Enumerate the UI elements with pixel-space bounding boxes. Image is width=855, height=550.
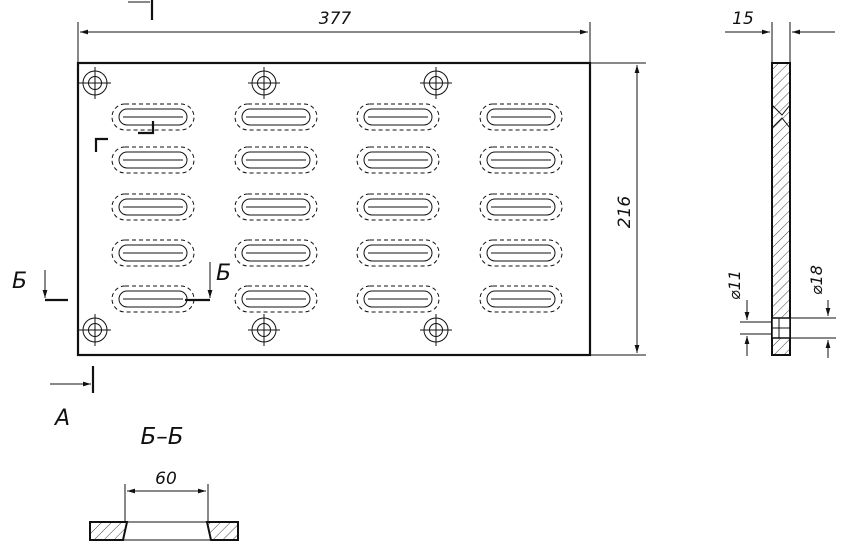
mounting-hole (420, 314, 452, 346)
slot (234, 285, 318, 313)
view-mark-a-label: А (53, 406, 70, 431)
front-view (76, 61, 592, 357)
slot (479, 103, 563, 131)
mounting-holes (79, 67, 452, 346)
section-mark-right: Б (185, 261, 231, 302)
mounting-hole (420, 67, 452, 99)
section-mark-right-label: Б (216, 261, 231, 286)
detail-corner-mark (94, 137, 108, 152)
dimension-hole-large: ⌀18 (790, 265, 836, 358)
slot (111, 193, 195, 221)
section-mark-left-label: Б (12, 269, 27, 294)
detail-corner-mark (138, 121, 155, 135)
slot (111, 146, 195, 174)
slot (479, 193, 563, 221)
slot (111, 285, 195, 313)
slot (479, 285, 563, 313)
dimension-width-label: 377 (319, 9, 352, 29)
section-mark-left: Б (12, 269, 68, 302)
slot (356, 193, 440, 221)
slot (234, 193, 318, 221)
section-bb-right-part (205, 521, 239, 541)
view-mark-top (128, 0, 154, 20)
slot-grid (111, 103, 563, 313)
slot (356, 239, 440, 267)
side-view-body (771, 62, 791, 356)
side-view-countersink-top (771, 104, 791, 129)
section-bb: Б–Б 60 (89, 424, 239, 541)
slot (479, 239, 563, 267)
dimension-slot-label: 60 (155, 469, 177, 489)
slot (479, 146, 563, 174)
slot (356, 285, 440, 313)
mounting-hole (79, 67, 111, 99)
slot (234, 239, 318, 267)
slot (356, 146, 440, 174)
dimension-hole-small: ⌀11 (725, 270, 772, 356)
mounting-hole (79, 314, 111, 346)
side-view (771, 62, 791, 356)
section-title: Б–Б (140, 424, 183, 450)
dimension-height: 216 (590, 62, 646, 356)
slot (111, 239, 195, 267)
dimension-thickness-label: 15 (732, 9, 754, 29)
mounting-hole (248, 314, 280, 346)
slot (234, 103, 318, 131)
dimension-hole-small-label: ⌀11 (725, 270, 744, 300)
slot (234, 146, 318, 174)
dimension-thickness: 15 (725, 9, 835, 63)
mounting-hole (248, 67, 280, 99)
section-bb-left-part (89, 521, 129, 541)
dimension-width: 377 (77, 9, 591, 63)
slot (356, 103, 440, 131)
plate-outline (76, 61, 592, 357)
dimension-height-label: 216 (615, 196, 635, 229)
dimension-hole-large-label: ⌀18 (807, 265, 826, 295)
view-mark-a: А (50, 366, 95, 431)
